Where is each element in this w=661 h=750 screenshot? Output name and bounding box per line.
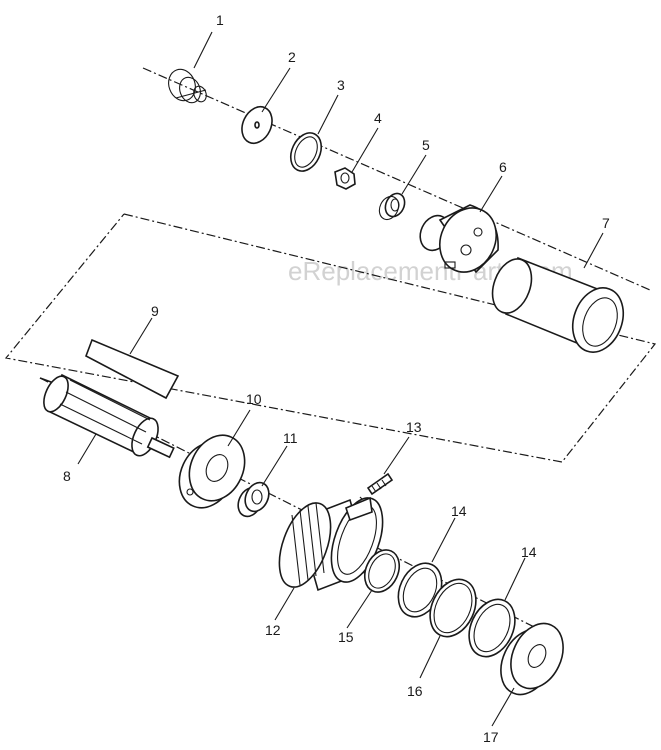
part-6-end-plate bbox=[419, 204, 499, 274]
callout-11: 11 bbox=[283, 430, 298, 446]
part-2-washer bbox=[241, 105, 273, 145]
callout-15: 15 bbox=[338, 629, 354, 645]
callout-10: 10 bbox=[246, 391, 262, 407]
callout-2: 2 bbox=[288, 49, 296, 65]
part-8-rotor bbox=[39, 373, 175, 459]
callout-14-lower: 14 bbox=[521, 544, 537, 560]
callout-13: 13 bbox=[406, 419, 422, 435]
part-14-o-ring-upper bbox=[397, 562, 443, 618]
part-16-snap-ring bbox=[429, 578, 477, 638]
part-17-thick-washer bbox=[500, 622, 564, 696]
callout-1: 1 bbox=[216, 12, 224, 28]
callout-17: 17 bbox=[483, 729, 499, 745]
callout-9: 9 bbox=[151, 303, 159, 319]
part-15-o-ring bbox=[363, 549, 401, 593]
callout-4: 4 bbox=[374, 110, 382, 126]
callout-5: 5 bbox=[422, 137, 430, 153]
callout-12: 12 bbox=[265, 622, 281, 638]
callout-6: 6 bbox=[499, 159, 507, 175]
part-13-screw bbox=[366, 472, 394, 496]
callout-14-upper: 14 bbox=[451, 503, 467, 519]
callout-labels: 1 2 3 4 5 6 7 8 9 10 11 13 12 14 15 16 1… bbox=[63, 12, 610, 745]
part-5-bearing bbox=[378, 192, 406, 221]
part-11-bearing bbox=[237, 481, 270, 518]
callout-8: 8 bbox=[63, 468, 71, 484]
callout-16: 16 bbox=[407, 683, 423, 699]
callout-3: 3 bbox=[337, 77, 345, 93]
part-14-o-ring-lower bbox=[468, 598, 516, 658]
part-10-end-plate bbox=[178, 434, 246, 509]
part-1-spring-clip bbox=[168, 68, 207, 104]
part-9-vane bbox=[85, 338, 180, 400]
leader-lines bbox=[77, 31, 604, 727]
part-4-nut bbox=[334, 167, 356, 190]
part-3-o-ring bbox=[289, 132, 323, 172]
callout-7: 7 bbox=[602, 215, 610, 231]
part-7-cylinder bbox=[491, 256, 625, 353]
